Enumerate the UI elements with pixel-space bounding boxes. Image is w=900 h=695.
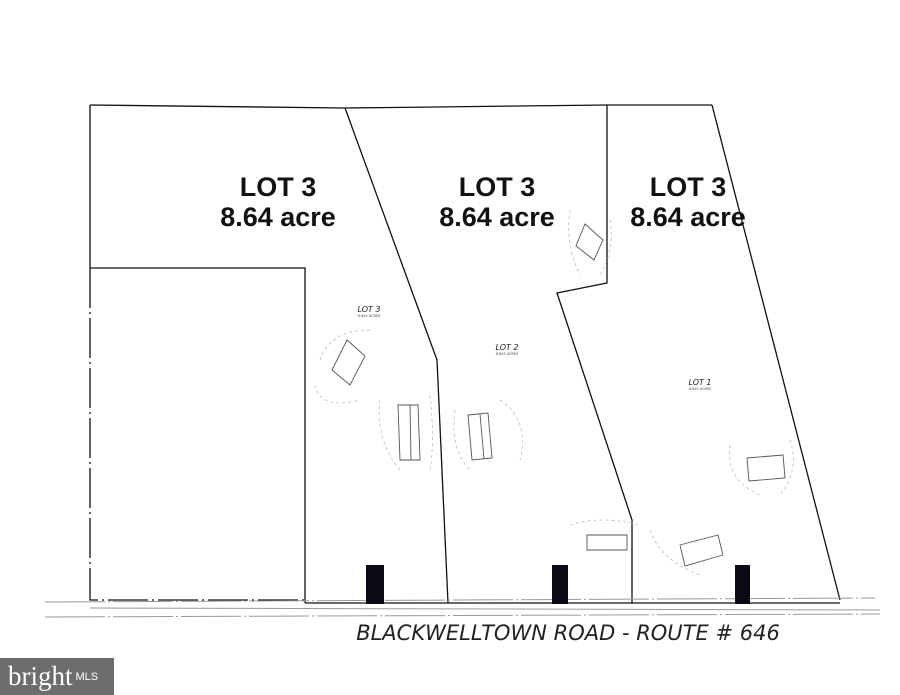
watermark-suffix: MLS: [75, 670, 99, 683]
lot-divider-2: [556, 105, 633, 603]
road-edges: [44, 597, 881, 618]
plat-lot-1: LOT 1: [688, 378, 711, 387]
driveways: [366, 565, 750, 604]
lot-area-left: 8.64 acre: [220, 202, 336, 232]
lot-label-left: LOT 3: [240, 172, 317, 202]
plat-lot-3: LOT 3: [357, 305, 380, 314]
plat-lot-2: LOT 2: [495, 343, 518, 352]
bright-mls-watermark: bright MLS: [0, 658, 114, 695]
lot-boundary-top: [89, 104, 712, 109]
plat-lot-2-area: 8.645 ACRES: [496, 352, 520, 356]
lot-boundary-right: [711, 104, 841, 601]
watermark-brand: bright: [8, 661, 73, 691]
plat-lot-1-area: 8.645 ACRES: [689, 387, 713, 391]
left-parcel-edge: [89, 268, 305, 601]
lot-boundary-left-parcel: [89, 105, 306, 603]
lot-divider-1: [344, 107, 449, 604]
lot-area-center: 8.64 acre: [439, 202, 555, 232]
lot-area-right: 8.64 acre: [630, 202, 746, 232]
contour-lines: [314, 209, 794, 576]
lot-label-center: LOT 3: [459, 172, 536, 202]
lot-label-right: LOT 3: [650, 172, 727, 202]
plat-lot-3-area: 8.645 ACRES: [358, 314, 382, 318]
house-footprints: [331, 223, 786, 567]
road-label: BLACKWELLTOWN ROAD - ROUTE # 646: [356, 621, 780, 645]
